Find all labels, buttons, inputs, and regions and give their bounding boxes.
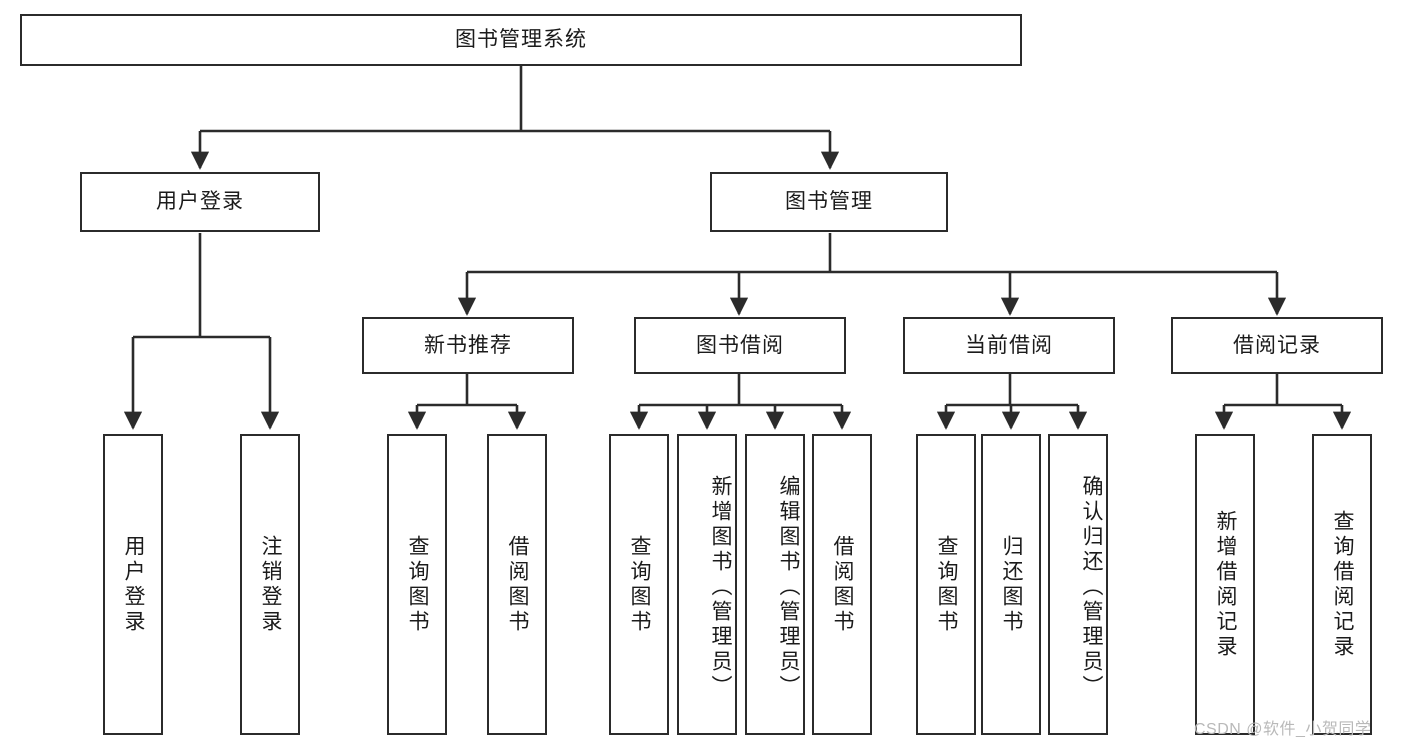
node-leaf-current-query[interactable]: 查询图书: [916, 434, 976, 735]
node-leaf-current-return-label: 归还图书: [1000, 534, 1023, 635]
node-leaf-current-confirm-return[interactable]: 确认归还（管理员）: [1048, 434, 1108, 735]
node-leaf-record-add-label: 新增借阅记录: [1214, 509, 1237, 660]
node-borrow-record-label: 借阅记录: [1233, 333, 1321, 357]
node-leaf-current-query-label: 查询图书: [935, 534, 958, 635]
node-leaf-borrow-query-label: 查询图书: [628, 534, 651, 635]
node-leaf-newbook-query[interactable]: 查询图书: [387, 434, 447, 735]
node-leaf-newbook-query-label: 查询图书: [406, 534, 429, 635]
watermark: CSDN @软件_小贺同学: [1194, 721, 1372, 738]
node-leaf-user-login-label: 用户登录: [122, 534, 145, 635]
node-borrow-record[interactable]: 借阅记录: [1171, 317, 1383, 374]
node-leaf-borrow-edit[interactable]: 编辑图书（管理员）: [745, 434, 805, 735]
node-leaf-current-confirm-return-label: 确认归还（管理员）: [1080, 475, 1103, 700]
node-new-book-recommend-label: 新书推荐: [424, 333, 512, 357]
node-leaf-record-add[interactable]: 新增借阅记录: [1195, 434, 1255, 735]
node-root-system-label: 图书管理系统: [455, 28, 587, 52]
node-book-management[interactable]: 图书管理: [710, 172, 948, 232]
node-current-borrow-label: 当前借阅: [965, 333, 1053, 357]
node-leaf-borrow-add-label: 新增图书（管理员）: [709, 475, 732, 700]
node-leaf-record-query[interactable]: 查询借阅记录: [1312, 434, 1372, 735]
node-leaf-borrow-lend[interactable]: 借阅图书: [812, 434, 872, 735]
node-current-borrow[interactable]: 当前借阅: [903, 317, 1115, 374]
node-book-management-label: 图书管理: [785, 190, 873, 214]
node-book-borrow[interactable]: 图书借阅: [634, 317, 846, 374]
node-book-borrow-label: 图书借阅: [696, 333, 784, 357]
node-leaf-newbook-borrow-label: 借阅图书: [506, 534, 529, 635]
node-leaf-logout[interactable]: 注销登录: [240, 434, 300, 735]
node-leaf-current-return[interactable]: 归还图书: [981, 434, 1041, 735]
node-leaf-borrow-add[interactable]: 新增图书（管理员）: [677, 434, 737, 735]
node-leaf-user-login[interactable]: 用户登录: [103, 434, 163, 735]
node-leaf-borrow-query[interactable]: 查询图书: [609, 434, 669, 735]
node-leaf-logout-label: 注销登录: [259, 534, 282, 635]
node-user-login-label: 用户登录: [156, 190, 244, 214]
node-user-login[interactable]: 用户登录: [80, 172, 320, 232]
node-leaf-newbook-borrow[interactable]: 借阅图书: [487, 434, 547, 735]
node-leaf-borrow-lend-label: 借阅图书: [831, 534, 854, 635]
node-new-book-recommend[interactable]: 新书推荐: [362, 317, 574, 374]
node-root-system[interactable]: 图书管理系统: [20, 14, 1022, 66]
node-leaf-record-query-label: 查询借阅记录: [1331, 509, 1354, 660]
node-leaf-borrow-edit-label: 编辑图书（管理员）: [777, 475, 800, 700]
